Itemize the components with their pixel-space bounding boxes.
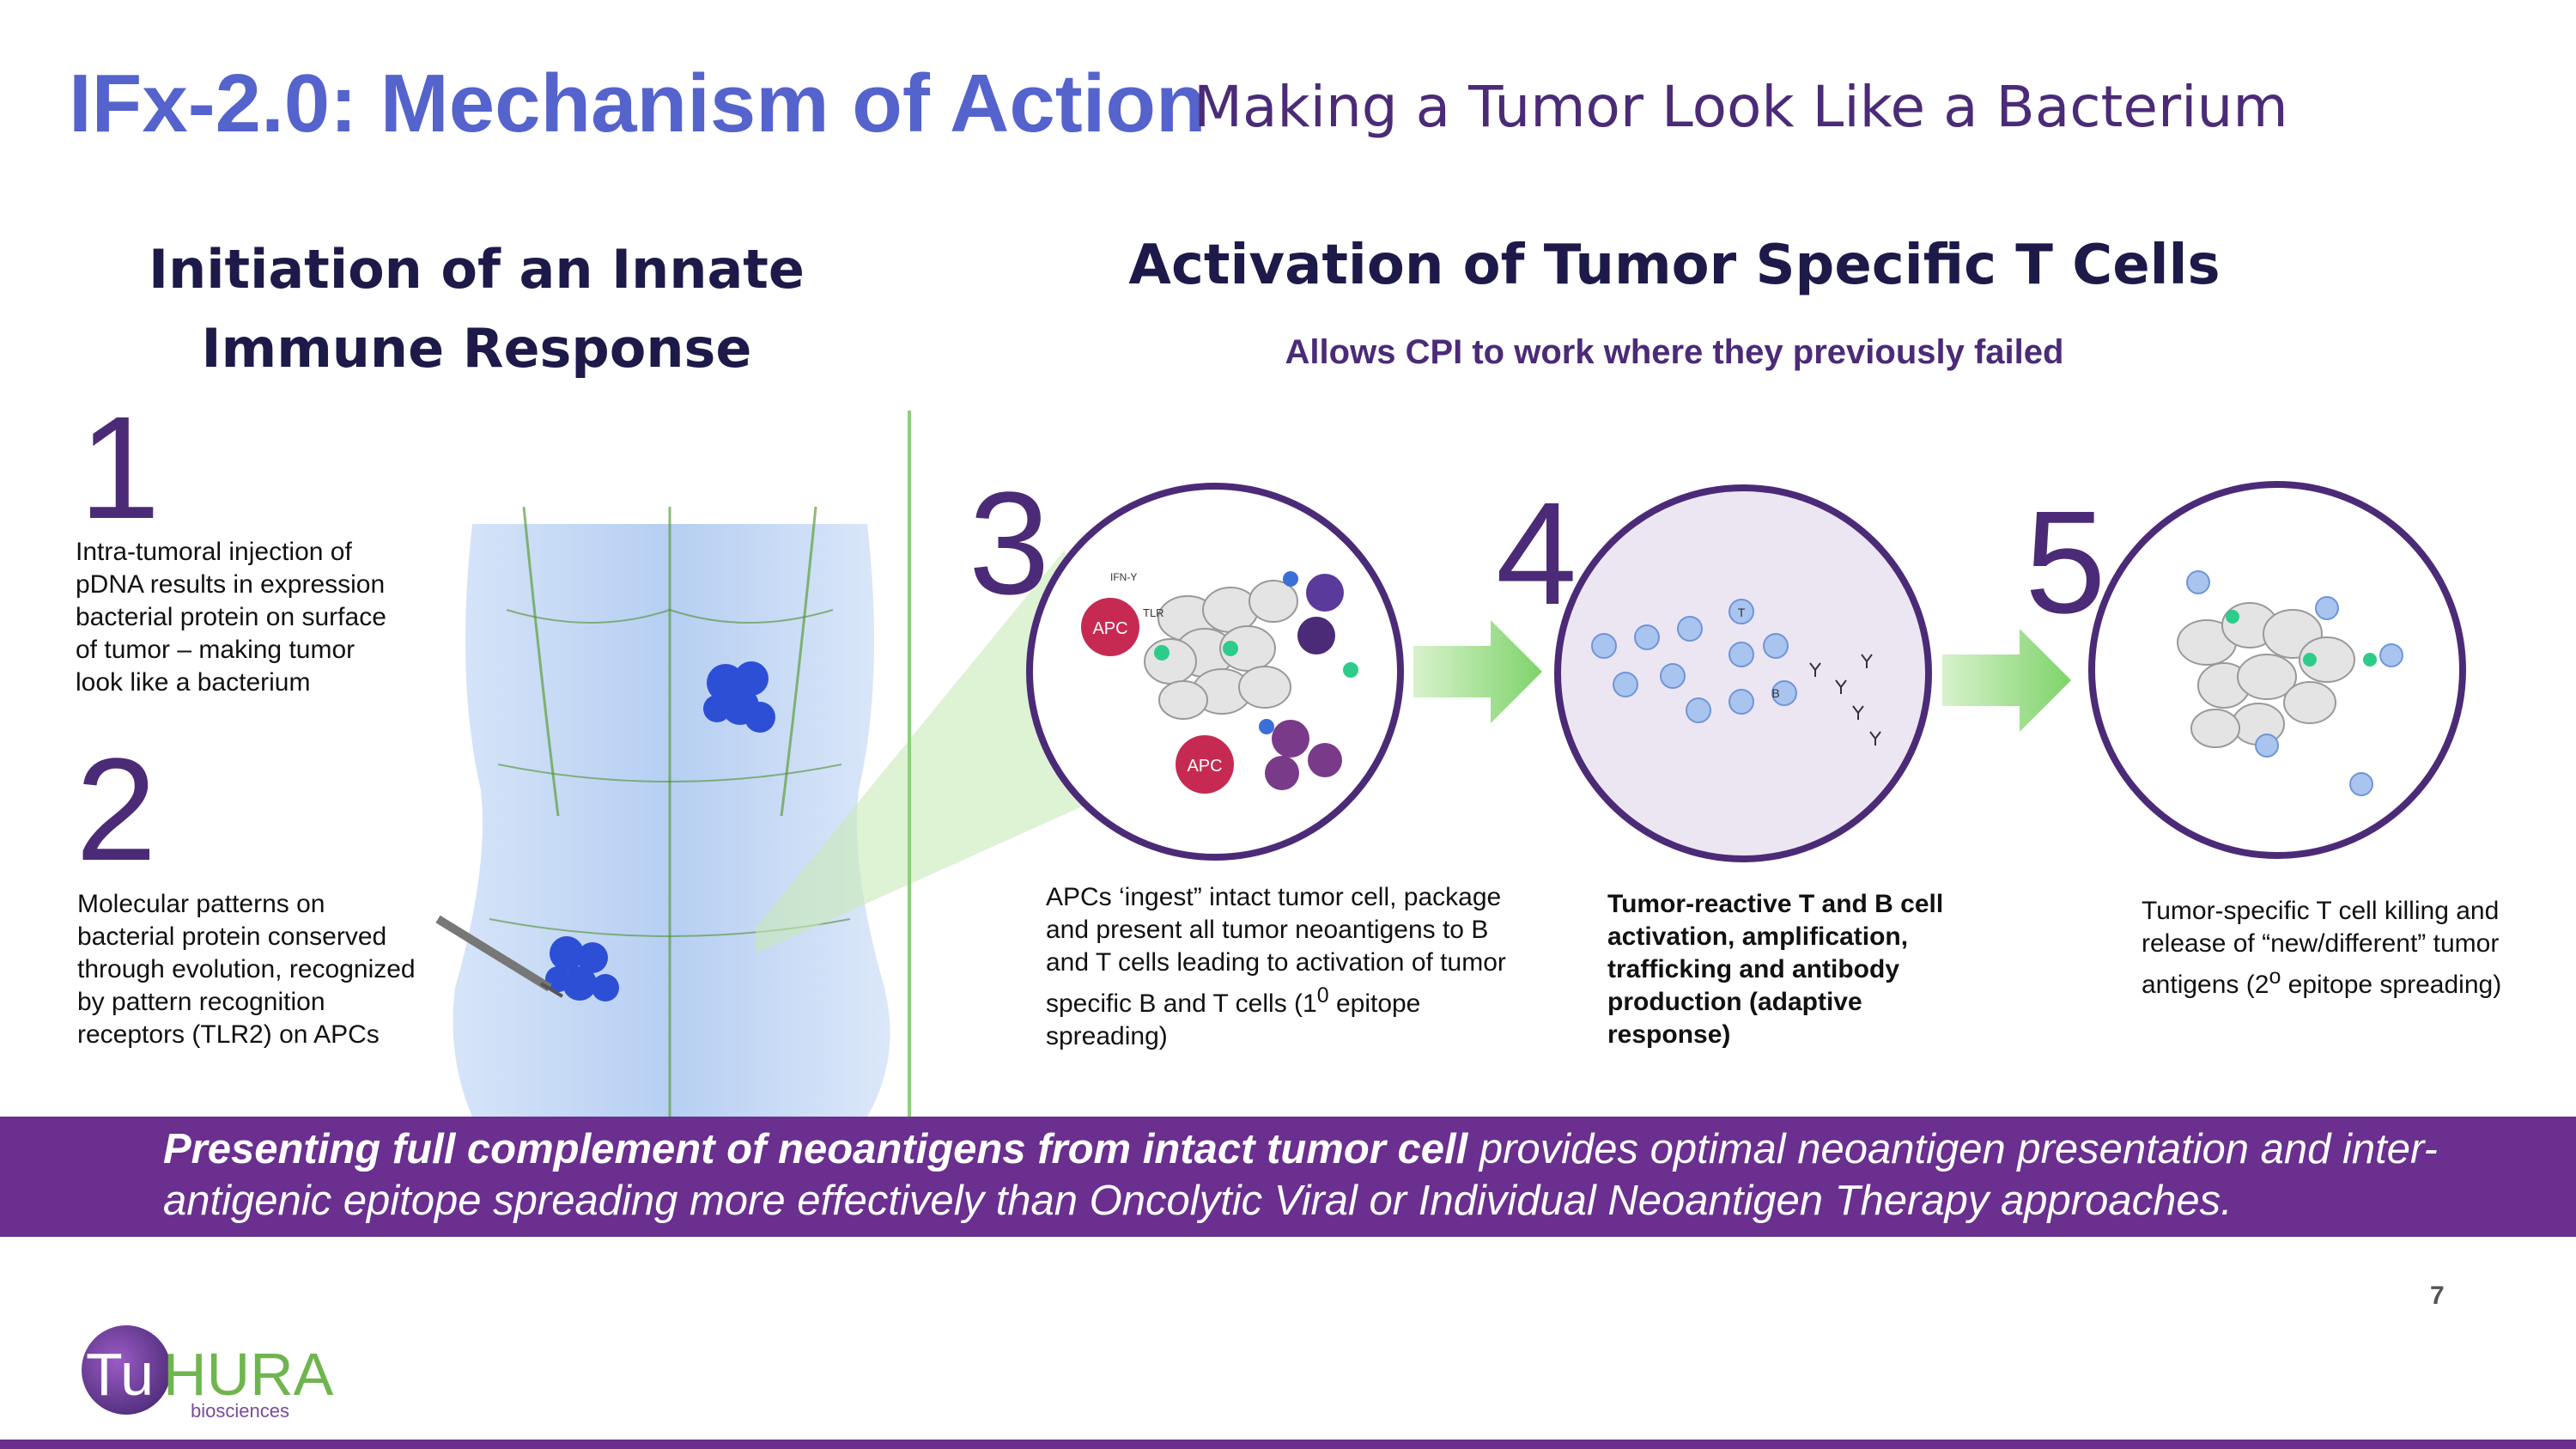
step2-number: 2 (76, 728, 157, 892)
tuhura-logo (82, 1325, 171, 1415)
t-cell-diagram: B T (1591, 599, 1881, 746)
logo-tu: Tu (86, 1341, 155, 1408)
logo-hura: HURA (163, 1341, 334, 1408)
step5-text: Tumor-specific T cell killing and releas… (2142, 895, 2519, 1002)
slide-title: IFx-2.0: Mechanism of Action (69, 58, 1206, 149)
arrow-4-to-5 (1942, 629, 2071, 732)
step3-text-a: APCs ‘ingest” intact tumor cell, package… (1046, 883, 1506, 1018)
step5-sup: o (2269, 965, 2281, 989)
step3-sup: 0 (1316, 983, 1329, 1008)
body-illustration (435, 507, 890, 1117)
logo-subtext: biosciences (191, 1400, 289, 1422)
step5-text-a: Tumor-specific T cell killing and releas… (2142, 897, 2500, 999)
ifn-label: IFN-Y (1110, 571, 1137, 583)
apc-label-1: APC (1092, 619, 1127, 638)
left-heading-line1: Initiation of an Innate (149, 238, 805, 301)
step4-number: 4 (1496, 472, 1577, 636)
step5-circle (2088, 481, 2466, 859)
apc-label-2: APC (1187, 757, 1222, 776)
t-cell-label: T (1738, 606, 1746, 619)
zoom-cone (756, 550, 1099, 953)
right-subheading: Allows CPI to work where they previously… (1285, 333, 2064, 371)
left-heading-line2: Immune Response (201, 317, 752, 380)
tlr-label: TLR (1143, 606, 1164, 619)
vertical-divider (908, 411, 911, 1117)
page-number: 7 (2430, 1282, 2445, 1310)
step2-text: Molecular patterns on bacterial protein … (77, 890, 416, 1049)
step1-number: 1 (79, 387, 161, 550)
step3-number: 3 (969, 462, 1050, 625)
step5-text-b: epitope spreading) (2281, 971, 2502, 999)
arrow-3-to-4 (1413, 620, 1542, 723)
b-cell-label: B (1771, 686, 1779, 700)
left-heading: Initiation of an Innate Immune Response (129, 230, 824, 388)
slide-subtitle: Making a Tumor Look Like a Bacterium (1194, 74, 2288, 140)
step5-number: 5 (2025, 481, 2106, 644)
step3-text: APCs ‘ingest” intact tumor cell, package… (1046, 881, 1527, 1053)
bottom-bar (0, 1440, 2576, 1449)
step3-circle: APC APC IFN-Y TLR (1026, 483, 1404, 861)
right-heading: Activation of Tumor Specific T Cells (1128, 234, 2221, 297)
summary-banner (0, 1117, 2576, 1237)
banner-rest-text: provides optimal neoantigen presentation… (163, 1126, 2438, 1224)
step3-text-b: epitope spreading) (1046, 989, 1421, 1050)
banner-bold-text: Presenting full complement of neoantigen… (163, 1126, 1468, 1172)
step4-text: Tumor-reactive T and B cell activation, … (1607, 890, 1944, 1049)
t-cell-killing-diagram (2177, 570, 2403, 796)
step4-circle: B T (1554, 484, 1932, 862)
apc-diagram: APC APC IFN-Y TLR (1081, 571, 1358, 794)
step1-text: Intra-tumoral injection of pDNA results … (76, 538, 386, 697)
banner-text: Presenting full complement of neoantigen… (163, 1123, 2499, 1227)
